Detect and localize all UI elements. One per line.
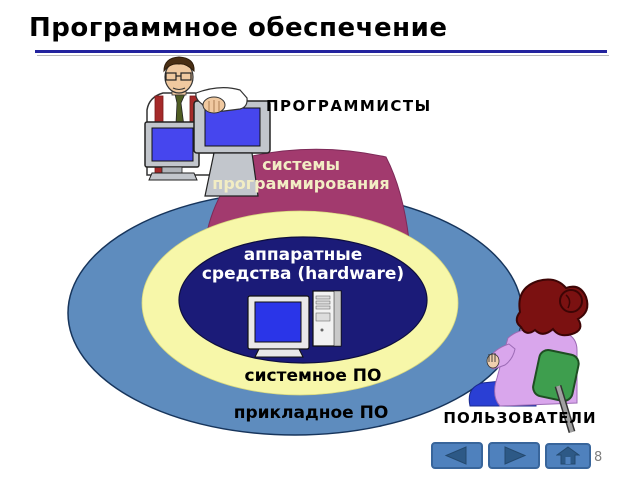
systems-programming-label: системы программирования [212,155,390,193]
title-underline [35,50,607,53]
large-monitor-icon [193,100,271,197]
slide-navigation [431,442,591,469]
nav-forward-button[interactable] [488,442,540,469]
small-monitor-icon [144,121,200,181]
arrow-right-icon [504,446,527,465]
nav-back-button[interactable] [431,442,483,469]
nav-home-button[interactable] [545,442,591,469]
system-software-label: системное ПО [244,366,382,386]
hardware-label: аппаратные средства (hardware) [201,245,405,284]
page-title: Программное обеспечение [29,13,448,43]
arrow-left-icon [444,446,467,465]
title-underline-shadow [37,55,609,56]
page-number: 8 [594,450,603,465]
user-clipart [468,278,589,434]
home-icon [556,446,580,465]
desktop-computer-icon [247,290,342,358]
users-label: ПОЛЬЗОВАТЕЛИ [443,409,597,427]
programmers-label: ПРОГРАММИСТЫ [266,97,432,115]
programmer-clipart [144,56,271,197]
application-software-label: прикладное ПО [233,403,389,423]
chair-icon [532,349,580,434]
